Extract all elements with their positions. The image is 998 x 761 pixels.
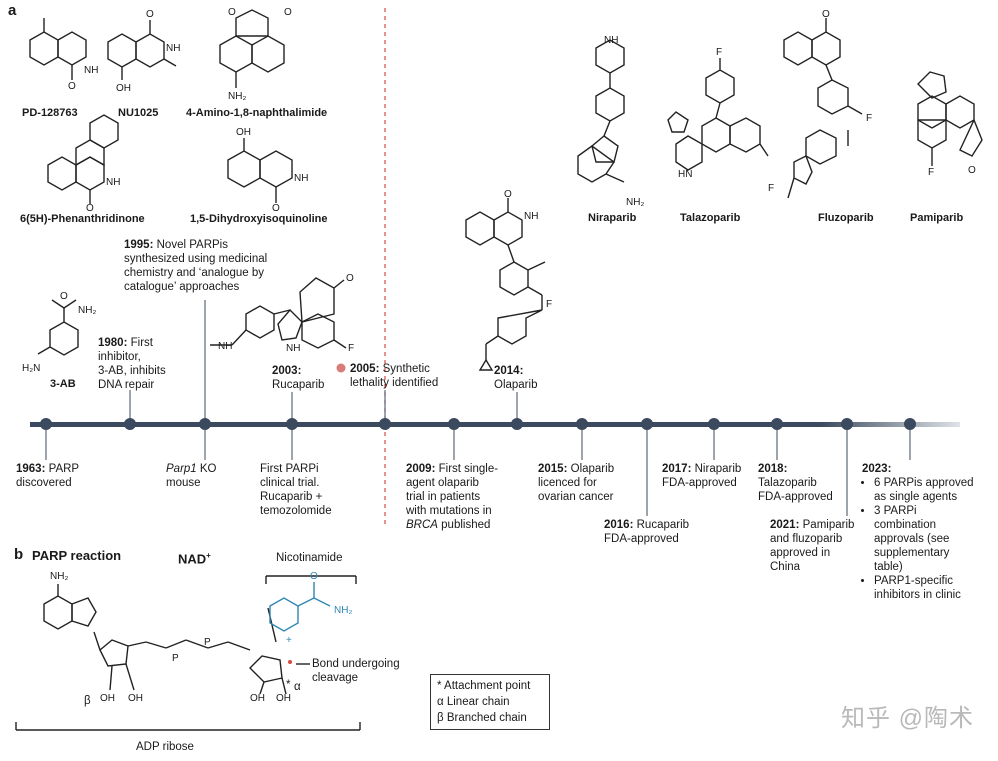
atom-oh-ribose-1: OH: [100, 693, 115, 704]
drug-pamiparib: Pamiparib: [910, 212, 964, 224]
event-2017: 2017: Niraparib FDA-approved: [662, 463, 742, 489]
panel-b-label: b: [14, 546, 24, 563]
atom-f-rucaparib: F: [348, 343, 355, 354]
reaction-title: PARP reaction: [32, 548, 122, 563]
atom-o-3ab: O: [60, 291, 68, 302]
timeline-bar: [30, 422, 960, 427]
atom-nh-niraparib: NH: [604, 35, 619, 46]
legend-item-linear: α Linear chain: [437, 696, 510, 708]
event-2016: 2016: Rucaparib FDA-approved: [604, 519, 690, 545]
atom-nh-nu: NH: [166, 43, 181, 54]
atom-oh-dihydroxy: OH: [236, 127, 251, 138]
nicotinamide-label: Nicotinamide: [276, 552, 343, 564]
atom-o-nu: O: [146, 9, 154, 20]
atom-f-talazoparib-2: F: [768, 183, 775, 194]
legend-item-attachment: * Attachment point: [437, 680, 531, 692]
atom-nh-phen: NH: [106, 177, 121, 188]
atom-oh-ribose-2: OH: [128, 693, 143, 704]
atom-p-1: P: [172, 653, 179, 664]
atom-nh2-niraparib: NH₂: [626, 197, 645, 208]
atom-nh2-adenine: NH₂: [50, 571, 69, 582]
compound-phenanthridinone: 6(5H)-Phenanthridinone: [20, 213, 145, 225]
adp-ribose-label: ADP ribose: [136, 741, 194, 753]
event-1963: 1963: PARP discovered: [16, 463, 80, 489]
compound-3ab: 3-AB: [50, 378, 76, 390]
atom-f-olaparib: F: [546, 299, 553, 310]
event-2009: 2009: First single- agent olaparib trial…: [406, 463, 499, 531]
atom-nh-olaparib: NH: [524, 211, 539, 222]
atom-nh2-nicotinamide: NH₂: [334, 605, 353, 616]
nicotinamide-structure: [269, 582, 331, 632]
atom-o-phen: O: [86, 203, 94, 214]
panel-a-label: a: [8, 2, 17, 19]
nad-label: NAD+: [178, 551, 211, 567]
atom-f-pamiparib: F: [928, 167, 935, 178]
atom-nh-rucaparib: NH: [218, 341, 233, 352]
legend: * Attachment point α Linear chain β Bran…: [430, 674, 550, 730]
atom-nh-rucaparib-2: NH: [286, 343, 301, 354]
drug-talazoparib: Talazoparib: [680, 212, 741, 224]
lethality-dot: [336, 363, 346, 373]
event-1980: 1980: First inhibitor, 3-AB, inhibits DN…: [98, 337, 166, 391]
atom-oh-nu: OH: [116, 83, 131, 94]
atom-o-olaparib: O: [504, 189, 512, 200]
atom-hn-talazoparib: HN: [678, 169, 693, 180]
atom-o-amino-1: O: [228, 7, 236, 18]
atom-o-fluzoparib: O: [822, 9, 830, 20]
compound-dihydroxyisoquinoline: 1,5-Dihydroxyisoquinoline: [190, 213, 328, 225]
atom-n-plus: +: [286, 635, 292, 646]
atom-oh-ribose-4: OH: [276, 693, 291, 704]
atom-o-pd: O: [68, 81, 76, 92]
atom-nh2-3ab: NH₂: [78, 305, 97, 316]
atom-nh2-amino: NH₂: [228, 91, 247, 102]
atom-o-nicotinamide: O: [310, 571, 318, 582]
event-2018: 2018: Talazoparib FDA-approved: [758, 463, 833, 503]
atom-h2n-3ab: H₂N: [22, 363, 41, 374]
atom-o-dihydroxy: O: [272, 203, 280, 214]
compound-pd128763: PD-128763: [22, 107, 78, 119]
atom-o-amino-2: O: [284, 7, 292, 18]
event-2021: 2021: Pamiparib and fluzoparib approved …: [770, 519, 855, 573]
alpha-label: α: [294, 681, 301, 693]
atom-o-pamiparib: O: [968, 165, 976, 176]
atom-f-fluzoparib: F: [866, 113, 873, 124]
legend-item-branched: β Branched chain: [437, 712, 527, 724]
atom-p-2: P: [204, 637, 211, 648]
compound-nu1025: NU1025: [118, 107, 159, 119]
bond-marker: [288, 660, 292, 664]
event-parp1-ko: Parp1 KO mouse: [166, 463, 217, 489]
event-2005: 2005: Synthetic lethality identified: [350, 363, 439, 389]
atom-oh-ribose-3: OH: [250, 693, 265, 704]
star-label: *: [286, 679, 291, 691]
beta-label: β: [84, 695, 91, 707]
atom-nh-pd: NH: [84, 65, 99, 76]
atom-f-talazoparib: F: [716, 47, 723, 58]
compound-aminonaphthalimide: 4-Amino-1,8-naphthalimide: [186, 107, 328, 119]
timeline-ticks: [40, 300, 916, 516]
event-2003: 2003: Rucaparib: [272, 365, 325, 391]
event-2014: 2014: Olaparib: [494, 365, 538, 391]
drug-niraparib: Niraparib: [588, 212, 637, 224]
drug-fluzoparib: Fluzoparib: [818, 212, 874, 224]
event-first-trial: First PARPi clinical trial. Rucaparib + …: [260, 463, 332, 517]
event-2015: 2015: Olaparib licenced for ovarian canc…: [538, 463, 615, 503]
event-1995: 1995: Novel PARPis synthesized using med…: [124, 239, 268, 293]
atom-nh-dihydroxy: NH: [294, 173, 309, 184]
watermark: 知乎 @陶术: [840, 705, 974, 732]
atom-o-rucaparib: O: [346, 273, 354, 284]
